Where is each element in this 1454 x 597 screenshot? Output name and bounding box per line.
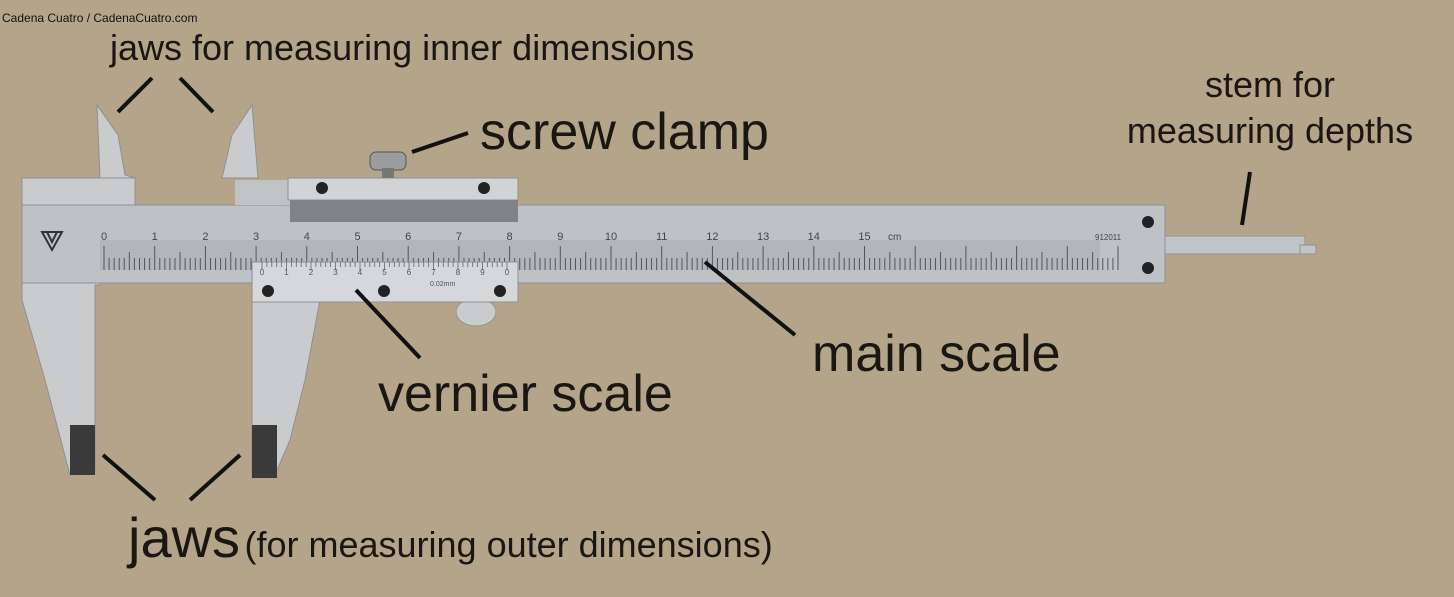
screw-icon: [1142, 262, 1154, 274]
movable-inner-jaw: [221, 103, 259, 179]
label-outer-jaws: jaws (for measuring outer dimensions): [128, 510, 773, 566]
vernier-number: 0: [260, 268, 265, 277]
main-scale-number: 6: [405, 231, 411, 243]
main-scale-number: 15: [858, 231, 870, 243]
vernier-ticks: [261, 262, 508, 270]
vernier-resolution: 0.02mm: [430, 281, 455, 288]
screw-clamp-knob: [369, 151, 407, 171]
leader-lines: [101, 76, 1252, 502]
main-scale-number: 9: [557, 231, 563, 243]
main-scale-number: 14: [808, 231, 820, 243]
serial-number: 912011: [1095, 233, 1122, 242]
main-scale-number: 13: [757, 231, 769, 243]
label-stem-line1: stem for: [1204, 64, 1336, 105]
main-scale-number: 0: [101, 231, 107, 243]
label-screw-clamp: screw clamp: [480, 103, 769, 161]
vernier-number: 6: [407, 268, 412, 277]
vernier-number: 9: [480, 268, 485, 277]
vernier-number: 4: [358, 268, 363, 277]
main-scale-ticks: [103, 246, 1119, 270]
main-scale-number: 8: [507, 231, 513, 243]
vernier-number: 2: [309, 268, 314, 277]
main-scale-number: 3: [253, 231, 259, 243]
main-scale-number: 12: [706, 231, 718, 243]
label-inner-jaws: jaws for measuring inner dimensions: [110, 27, 695, 68]
screw-icon: [1142, 216, 1154, 228]
main-scale-number: 4: [304, 231, 310, 243]
watermark: Cadena Cuatro / CadenaCuatro.com: [2, 11, 198, 25]
vernier-number: 3: [333, 268, 338, 277]
fixed-inner-jaw: [96, 103, 136, 179]
label-stem: stem for measuring depths: [1105, 62, 1435, 154]
main-scale-number: 7: [456, 231, 462, 243]
vernier-number: 0: [505, 268, 510, 277]
vernier-number: 1: [284, 268, 289, 277]
label-outer-jaws-note: (for measuring outer dimensions): [244, 524, 773, 565]
main-scale-number: 2: [202, 231, 208, 243]
label-outer-jaws-word: jaws: [128, 506, 241, 569]
vernier-number: 8: [456, 268, 461, 277]
label-vernier-scale: vernier scale: [378, 365, 673, 423]
main-scale-number: 5: [354, 231, 360, 243]
scale-unit: cm: [888, 232, 901, 243]
label-main-scale: main scale: [812, 325, 1061, 383]
vernier-number: 5: [382, 268, 387, 277]
label-stem-line2: measuring depths: [1126, 110, 1414, 151]
logo-icon: [40, 231, 64, 253]
main-scale-number: 10: [605, 231, 617, 243]
vernier-number: 7: [431, 268, 436, 277]
main-scale-number: 1: [152, 231, 158, 243]
main-scale-number: 11: [656, 231, 667, 243]
depth-stem: [1159, 235, 1306, 255]
